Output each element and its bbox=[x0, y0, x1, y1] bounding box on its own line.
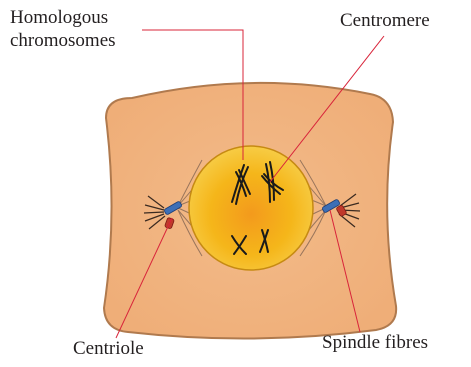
label-homologous-chromosomes: Homologous chromosomes bbox=[10, 6, 116, 52]
label-centriole: Centriole bbox=[73, 337, 144, 360]
label-spindle-fibres: Spindle fibres bbox=[322, 331, 428, 354]
label-homologous-line2: chromosomes bbox=[10, 29, 116, 52]
label-homologous-line1: Homologous bbox=[10, 6, 116, 29]
nucleus bbox=[189, 146, 313, 270]
label-centromere: Centromere bbox=[340, 9, 430, 32]
